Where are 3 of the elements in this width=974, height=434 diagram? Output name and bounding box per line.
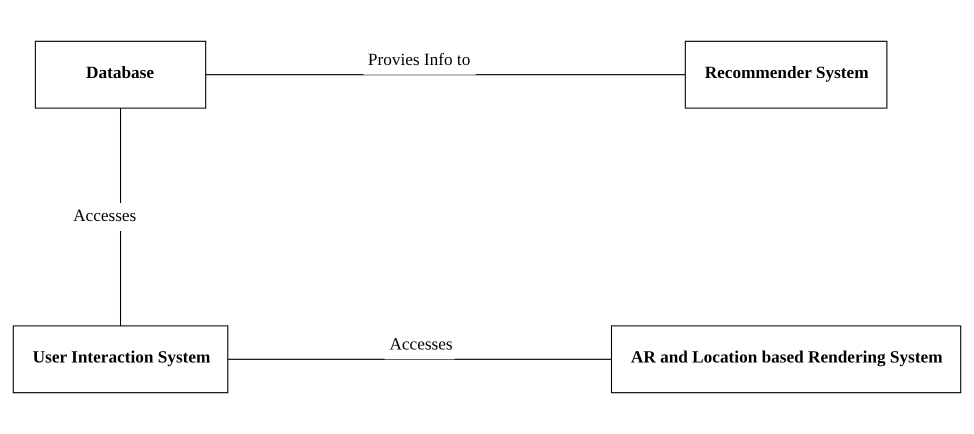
edge-label: Provies Info to — [368, 50, 470, 69]
edge-label: Accesses — [389, 334, 453, 354]
edge-label: Accesses — [73, 206, 136, 226]
